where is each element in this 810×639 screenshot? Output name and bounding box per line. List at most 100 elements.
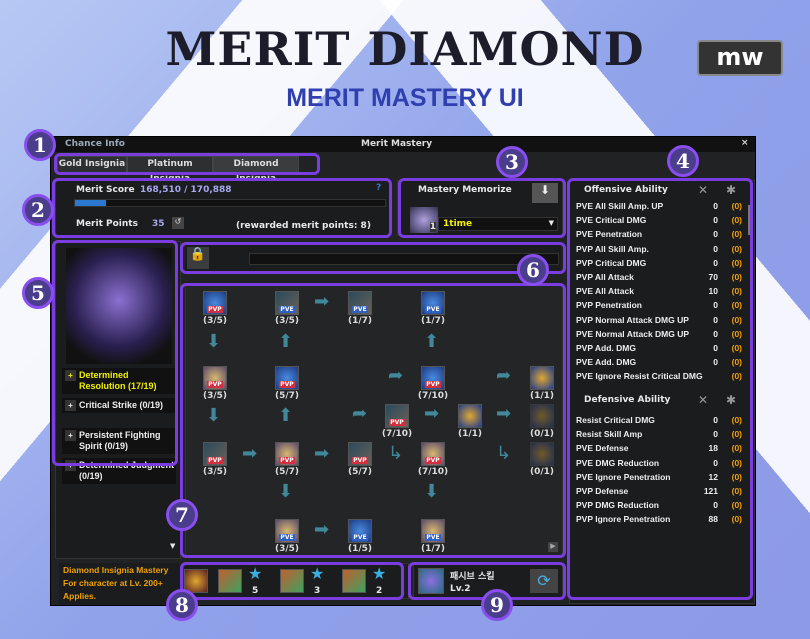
arrow-icon: ⬇ [278,481,294,502]
stat-name: PVP All Attack [576,272,634,282]
skill-node-sword-icon[interactable]: PVP [203,291,227,315]
stat-name: PVE Ignore Penetration [576,471,671,482]
skill-node-sword-icon[interactable]: PVP [275,366,299,390]
skill-node-shield-icon[interactable]: PVE [275,519,299,543]
description-line: Applies. [63,591,97,601]
skill-node-crossed-swords-icon[interactable]: PVP [203,442,227,466]
skill-node-crossed-swords-icon[interactable]: PVP [385,404,409,428]
mastery-item[interactable]: Determined Resolution (17/19) [62,368,176,394]
lock-input[interactable] [249,253,559,265]
arrow-icon: ➦ [388,365,404,386]
crossed-shields-plus-icon[interactable]: ✱ [726,393,737,407]
arrow-icon: ➡ [314,443,330,464]
skill-node-shield-icon[interactable]: PVE [421,519,445,543]
crossed-shields-icon[interactable]: ✕ [698,393,709,407]
offensive-ability-title: Offensive Ability [584,185,668,195]
bow-buff-icon [342,569,366,593]
node-progress: (7/10) [381,429,413,439]
merit-points-value: 35 [152,219,165,229]
mastery-list-panel: Determined Resolution (17/19) Critical St… [55,241,181,559]
stat-value: 0 [713,429,718,440]
callout-badge: 3 [496,146,528,178]
node-tag: PVE [425,306,441,313]
highlight-abilities [567,178,753,600]
stat-value: 0 [713,229,718,240]
skill-node-shield-icon[interactable]: PVP [421,442,445,466]
skill-node-medal-icon[interactable] [458,404,482,428]
skill-node-medal-locked-icon[interactable] [530,404,554,428]
help-icon[interactable]: ? [376,183,382,193]
stat-value: 0 [713,457,718,468]
swap-skill-icon[interactable]: ⟳ [530,569,558,593]
chance-info-link[interactable]: Chance Info [65,139,125,149]
memorize-dropdown[interactable]: 1time ▼ [438,217,558,231]
page-title: MERIT DIAMOND [165,22,645,76]
stat-bonus: (0) [731,443,742,454]
buff-star-count: 2 [376,586,383,596]
stat-bonus: (0) [731,500,742,511]
mastery-item[interactable]: Critical Strike (0/19) [62,398,176,413]
crossed-swords-plus-icon[interactable]: ✱ [726,183,737,197]
stat-name: Resist Skill Amp [576,429,643,440]
stat-name: PVP Add. DMG [576,343,636,353]
stat-bonus: (0) [731,457,742,468]
stat-bonus: (0) [731,215,742,226]
skill-node-shield-icon[interactable]: PVP [203,366,227,390]
highlight-skill-tree [180,283,566,558]
passive-skill-level: Lv.2 [450,584,471,594]
stat-bonus: (0) [731,300,742,311]
skill-node-shield-icon[interactable]: PVP [275,442,299,466]
highlight-mastery-list [52,240,178,466]
download-icon[interactable]: ⬇ [532,183,558,203]
skill-node-sword-icon[interactable]: PVE [421,291,445,315]
stat-name: PVE Defense [576,443,629,454]
buff-star-count: 3 [314,586,321,596]
skill-node-sword-icon[interactable]: PVP [421,366,445,390]
stat-bonus: (0) [731,343,742,353]
skill-node-medal-icon[interactable] [530,366,554,390]
highlight-merit-score [52,178,392,238]
close-button[interactable]: × [741,138,749,148]
rewarded-points: (rewarded merit points: 8) [236,221,371,231]
crossed-swords-icon[interactable]: ✕ [698,183,709,197]
arrow-icon: ↳ [388,443,404,464]
arrow-icon: ➦ [496,365,512,386]
skill-node-sword-icon[interactable]: PVE [348,519,372,543]
mastery-description: Diamond Insignia Mastery For character a… [63,564,168,603]
node-tag: PVP [207,457,223,464]
skill-node-crossed-swords-icon[interactable]: PVE [348,291,372,315]
stat-bonus: (0) [731,415,742,425]
node-tag: PVP [389,419,405,426]
buff-star-count: 5 [252,586,259,596]
passive-skill-name: 패시브 스킬 [450,572,495,582]
arrow-icon: ↳ [496,443,512,464]
node-progress: (0/1) [529,429,555,439]
node-tag: PVE [279,306,295,313]
mastery-memorize-label: Mastery Memorize [418,185,512,195]
scroll-down-icon[interactable]: ▼ [170,542,176,550]
skill-tree-panel: PVP(3/5)PVE(3/5)PVE(1/7)PVE(1/7)PVP(3/5)… [185,285,563,557]
reset-points-icon[interactable]: ↺ [172,217,184,229]
node-tag: PVP [425,457,441,464]
lock-icon[interactable]: 🔒 [187,247,209,269]
skill-node-crossed-swords-icon[interactable]: PVE [275,291,299,315]
skill-node-medal-locked-icon[interactable] [530,442,554,466]
node-progress: (3/5) [274,316,300,326]
skill-node-crossed-swords-icon[interactable]: PVP [348,442,372,466]
highlight-lock-bar [180,242,566,274]
stat-value: 88 [708,514,718,525]
stat-value: 0 [713,300,718,311]
mastery-item[interactable]: Persistent Fighting Spirit (0/19) [62,428,176,454]
tree-scroll-icon[interactable]: ▶ [548,542,558,552]
node-tag: PVP [207,381,223,388]
star-icon: ★ [310,564,325,583]
star-icon: ★ [248,564,263,583]
